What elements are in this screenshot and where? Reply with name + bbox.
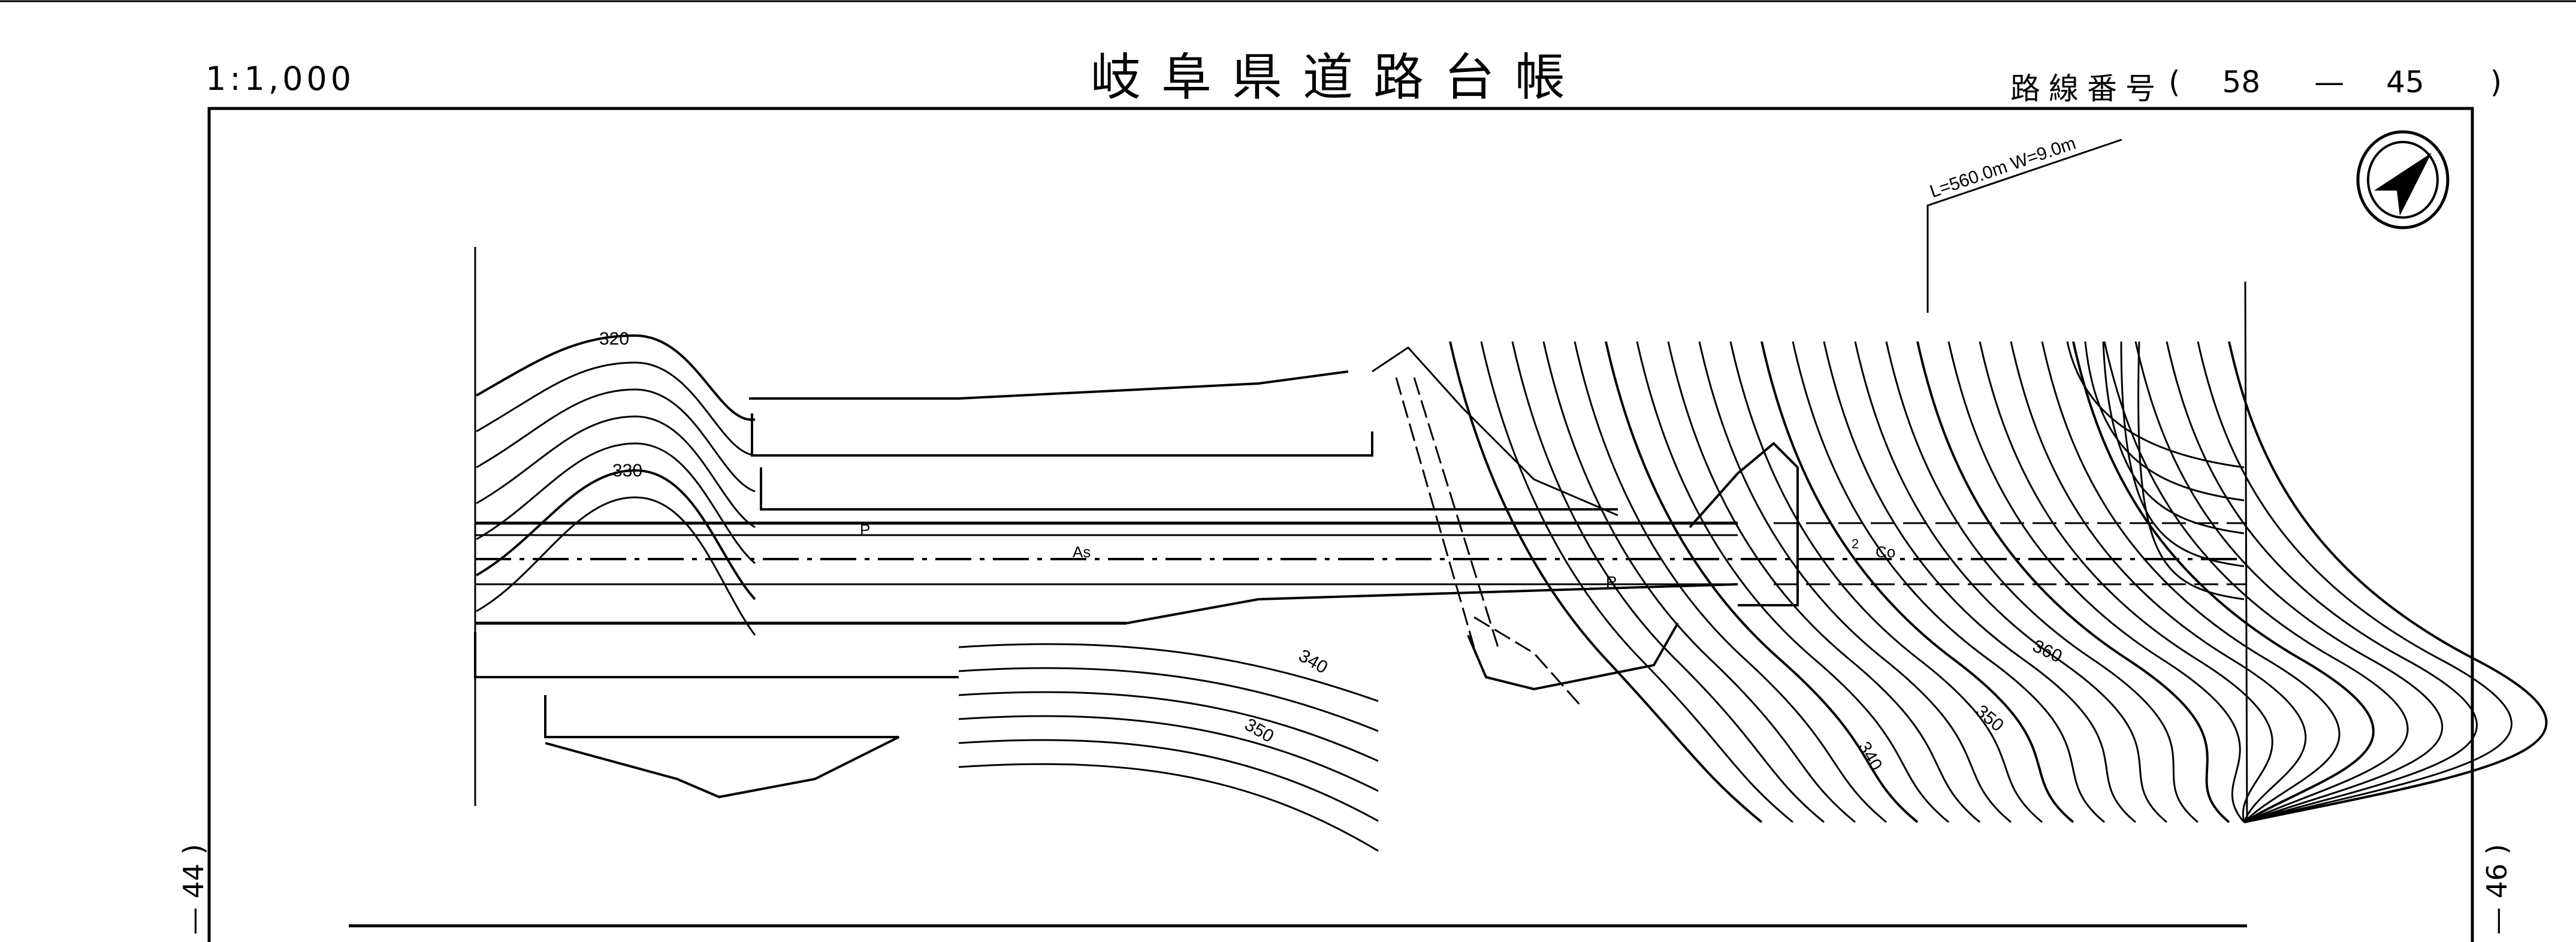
contour-line — [958, 643, 1379, 702]
surface-label: R — [1606, 573, 1617, 591]
contour-line — [2166, 341, 2478, 823]
contour-line — [2066, 341, 2245, 469]
contour-lines — [476, 334, 2548, 852]
contour-line — [2084, 341, 2245, 502]
contour-line — [476, 334, 756, 421]
contour-line — [2228, 341, 2548, 823]
surface-label: As — [1073, 543, 1091, 561]
contour-line — [958, 667, 1379, 732]
contour-line — [1511, 341, 1825, 823]
sheet-frame — [207, 107, 2474, 942]
contour-line — [1636, 341, 1949, 823]
route-minor: 45 — [2386, 65, 2424, 99]
contour-line — [476, 415, 756, 529]
contour-line — [1854, 341, 2167, 823]
contour-line — [958, 739, 1379, 822]
section-end-line — [2244, 281, 2248, 823]
contour-line — [958, 691, 1379, 762]
route-major: 58 — [2222, 65, 2261, 99]
contour-label: 350 — [1972, 701, 2008, 735]
contour-line — [1979, 341, 2273, 823]
route-open: ( — [2169, 65, 2181, 99]
contour-label: 320 — [599, 329, 629, 349]
contour-line — [1667, 341, 1980, 823]
page-title: 岐阜県道路台帳 — [1091, 48, 1586, 107]
route-dash: — — [2314, 65, 2345, 99]
contour-line — [476, 361, 756, 457]
map-scale: 1:1,000 — [206, 60, 355, 98]
contour-label: 360 — [2030, 636, 2065, 666]
contour-line — [2010, 341, 2307, 823]
contour-line — [2137, 341, 2245, 600]
contour-line — [1792, 341, 2105, 823]
contour-line — [1823, 341, 2136, 823]
north-arrow-icon — [2356, 130, 2450, 230]
contour-line — [1480, 341, 1793, 823]
contour-line — [1698, 341, 2012, 823]
contour-label: 330 — [612, 461, 642, 481]
road — [474, 346, 2247, 799]
contour-line — [1449, 341, 1763, 823]
surface-label: P — [860, 521, 870, 539]
surface-label: 2 — [1852, 536, 1859, 551]
contour-line — [1729, 341, 2043, 823]
contour-label: 340 — [1854, 738, 1886, 774]
contour-line — [476, 388, 756, 493]
contour-line — [1760, 341, 2074, 823]
contour-line — [476, 496, 756, 636]
route-number: 路線番号 ( 58 — 45 ) — [2010, 65, 2502, 108]
length-width-annotation: L=560.0m W=9.0m — [1926, 133, 2122, 313]
route-label: 路線番号 — [2010, 71, 2164, 106]
contour-line — [2197, 341, 2512, 823]
contour-label: 350 — [1242, 714, 1278, 747]
contour-line — [1542, 341, 1856, 823]
contour-line — [1885, 341, 2198, 823]
contour-label: 340 — [1295, 645, 1331, 678]
contour-line — [1605, 341, 1919, 823]
contour-line — [958, 715, 1379, 792]
contour-line — [2134, 341, 2444, 823]
route-close: ) — [2490, 65, 2502, 99]
contour-line — [2041, 341, 2341, 823]
contour-line — [2072, 341, 2375, 823]
length-width-text: L=560.0m W=9.0m — [1928, 133, 2079, 201]
contour-line — [1916, 341, 2230, 823]
contour-line — [1947, 341, 2245, 823]
contour-line — [1574, 341, 1887, 823]
contour-line — [958, 763, 1379, 852]
surface-label: Co — [1876, 543, 1895, 561]
